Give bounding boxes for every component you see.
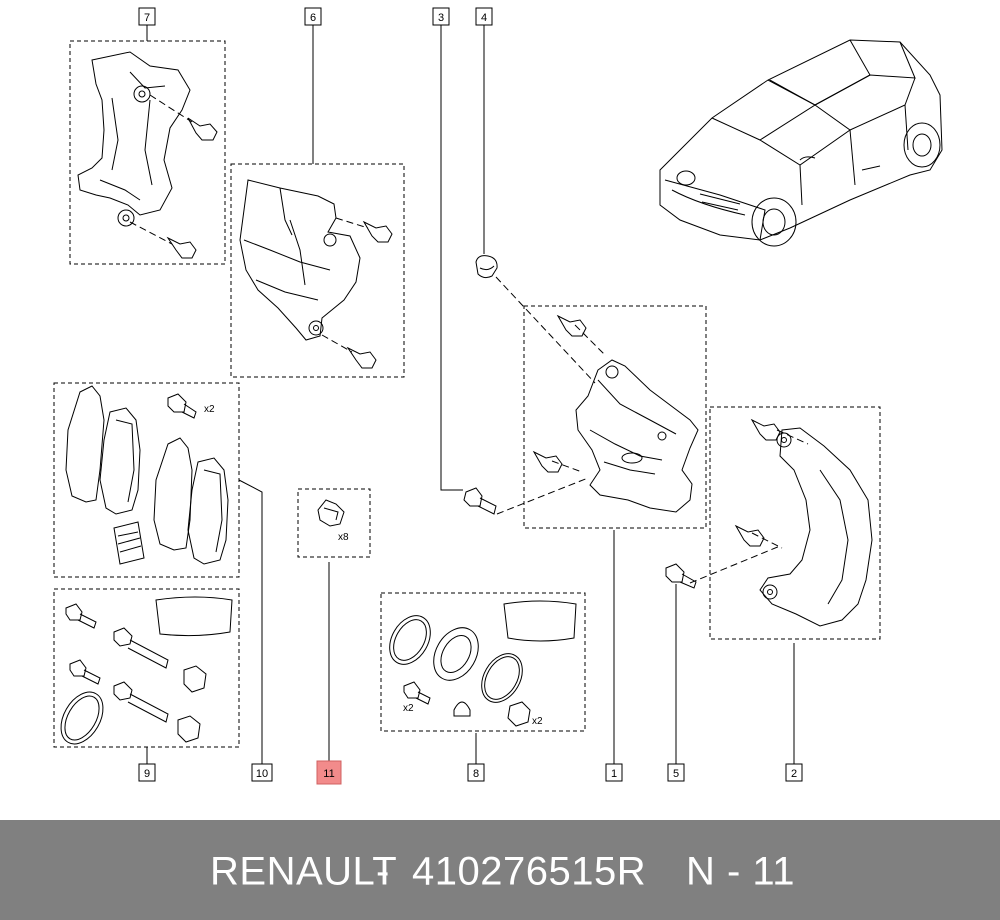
svg-text:3: 3 xyxy=(438,12,444,24)
footer-part-number: 410276515R xyxy=(412,849,647,894)
clip-part-11 xyxy=(317,499,345,527)
callout-10[interactable]: 10 xyxy=(251,763,273,782)
car-illustration xyxy=(659,39,943,247)
qty-pads-bolts: x2 xyxy=(204,404,215,415)
brake-pads-part-10 xyxy=(65,385,229,565)
svg-text:11: 11 xyxy=(323,768,334,780)
callout-1[interactable]: 1 xyxy=(605,763,623,782)
callout-8[interactable]: 8 xyxy=(467,763,485,782)
callout-7[interactable]: 7 xyxy=(138,7,156,26)
caliper-bracket-part-7 xyxy=(77,51,218,259)
callout-4[interactable]: 4 xyxy=(475,7,493,26)
qty-seal-caps: x2 xyxy=(532,716,543,727)
svg-text:5: 5 xyxy=(673,768,679,780)
caliper-assembly-part-1 xyxy=(532,314,699,513)
callout-6[interactable]: 6 xyxy=(304,7,322,26)
caliper-housing-part-6 xyxy=(239,179,393,369)
bolt-part-3 xyxy=(463,487,497,515)
group-box-1 xyxy=(523,305,707,529)
footer-brand: RENAULT xyxy=(210,849,398,894)
svg-text:10: 10 xyxy=(256,768,268,780)
svg-text:8: 8 xyxy=(473,768,479,780)
svg-text:7: 7 xyxy=(144,12,150,24)
qty-seal-bolts: x2 xyxy=(403,703,414,714)
group-box-8 xyxy=(380,592,586,732)
svg-text:1: 1 xyxy=(611,768,617,780)
callout-9[interactable]: 9 xyxy=(138,763,156,782)
group-box-2 xyxy=(709,406,881,640)
svg-text:9: 9 xyxy=(144,768,150,780)
group-box-7 xyxy=(69,40,226,265)
svg-text:6: 6 xyxy=(310,12,316,24)
brake-parts-diagram: x2 x8 x2 x2 7 6 3 4 9 10 11 8 1 5 xyxy=(53,7,943,785)
footer-separator: - xyxy=(376,849,390,894)
caliper-bracket-part-2 xyxy=(734,418,873,627)
callout-5[interactable]: 5 xyxy=(667,763,685,782)
callout-3[interactable]: 3 xyxy=(432,7,450,26)
leader-10 xyxy=(238,479,263,764)
leader-3 xyxy=(440,25,463,491)
callout-11[interactable]: 11 xyxy=(316,760,342,785)
seal-kit-part-8 xyxy=(389,600,577,727)
guide-pin-kit-part-9 xyxy=(60,596,233,745)
footer-reference: N - 11 xyxy=(686,849,795,894)
qty-clips: x8 xyxy=(338,532,349,543)
svg-text:4: 4 xyxy=(481,12,487,24)
footer-banner: RENAULT - 410276515R N - 11 xyxy=(0,820,1000,920)
group-box-6 xyxy=(230,163,405,378)
bolt-part-5 xyxy=(665,563,697,589)
cap-part-4 xyxy=(475,255,498,279)
group-box-11 xyxy=(297,488,371,558)
svg-text:2: 2 xyxy=(791,768,797,780)
callout-2[interactable]: 2 xyxy=(785,763,803,782)
